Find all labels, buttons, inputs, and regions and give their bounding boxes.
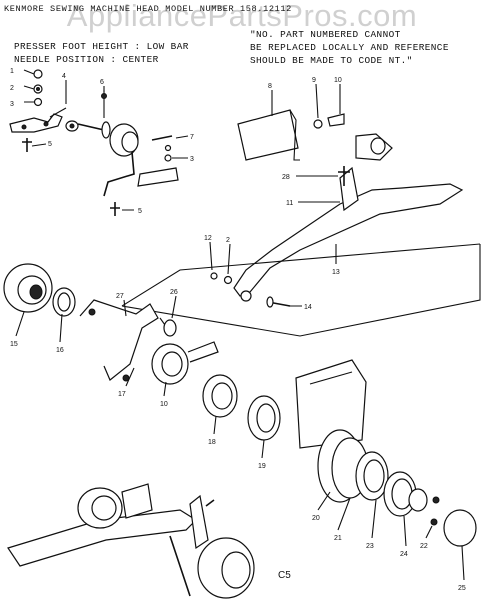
needle-position-setting: NEEDLE POSITION : CENTER: [14, 54, 159, 65]
callout-6: 6: [100, 79, 104, 86]
callout-21: 21: [334, 535, 342, 542]
callout-12: 12: [204, 235, 212, 242]
page-code: C5: [278, 570, 291, 581]
callout-2b: 2: [226, 237, 230, 244]
callout-19: 19: [258, 463, 266, 470]
callout-24: 24: [400, 551, 408, 558]
diagram-header: KENMORE SEWING MACHINE HEAD MODEL NUMBER…: [4, 4, 292, 14]
callout-3: 3: [10, 101, 14, 108]
callout-27: 27: [116, 293, 124, 300]
note-line-2: BE REPLACED LOCALLY AND REFERENCE: [250, 42, 449, 53]
feed-arm-assembly: [121, 109, 481, 337]
bobbin-drive-assembly: [3, 263, 281, 441]
callout-13: 13: [332, 269, 340, 276]
callout-7: 7: [190, 134, 194, 141]
presser-assembly: [9, 69, 179, 216]
callout-labels: 1 2 3 4 5 6 7 3 5 8 9 10 28 11 13 12 2 1…: [10, 68, 466, 592]
callout-5b: 5: [138, 208, 142, 215]
callout-23: 23: [366, 543, 374, 550]
callout-15: 15: [10, 341, 18, 348]
callout-18: 18: [208, 439, 216, 446]
note-line-1: "NO. PART NUMBERED CANNOT: [250, 29, 401, 40]
presser-foot-setting: PRESSER FOOT HEIGHT : LOW BAR: [14, 41, 189, 52]
callout-9: 9: [312, 77, 316, 84]
callout-20: 20: [312, 515, 320, 522]
callout-5: 5: [48, 141, 52, 148]
note-line-3: SHOULD BE MADE TO CODE NT.": [250, 55, 413, 66]
leader-lines: [15, 69, 465, 581]
callout-3b: 3: [190, 156, 194, 163]
callout-26: 26: [170, 289, 178, 296]
callout-1: 1: [10, 68, 14, 75]
callout-8: 8: [268, 83, 272, 90]
callout-2: 2: [10, 85, 14, 92]
callout-17: 17: [118, 391, 126, 398]
callout-10: 10: [334, 77, 342, 84]
callout-4: 4: [62, 73, 66, 80]
watermark: AppliancePartsPros.com: [66, 0, 418, 33]
machine-settings: PRESSER FOOT HEIGHT : LOW BAR NEEDLE POS…: [14, 40, 189, 66]
callout-11: 11: [286, 200, 293, 207]
callout-28: 28: [282, 174, 290, 181]
callout-10b: 10: [160, 401, 168, 408]
hook-assembly: [295, 359, 477, 547]
replacement-note: "NO. PART NUMBERED CANNOT BE REPLACED LO…: [250, 28, 449, 67]
callout-22: 22: [420, 543, 428, 550]
callout-16: 16: [56, 347, 64, 354]
lower-shaft-assembly: [7, 483, 255, 599]
callout-25: 25: [458, 585, 466, 592]
callout-14: 14: [304, 304, 312, 311]
